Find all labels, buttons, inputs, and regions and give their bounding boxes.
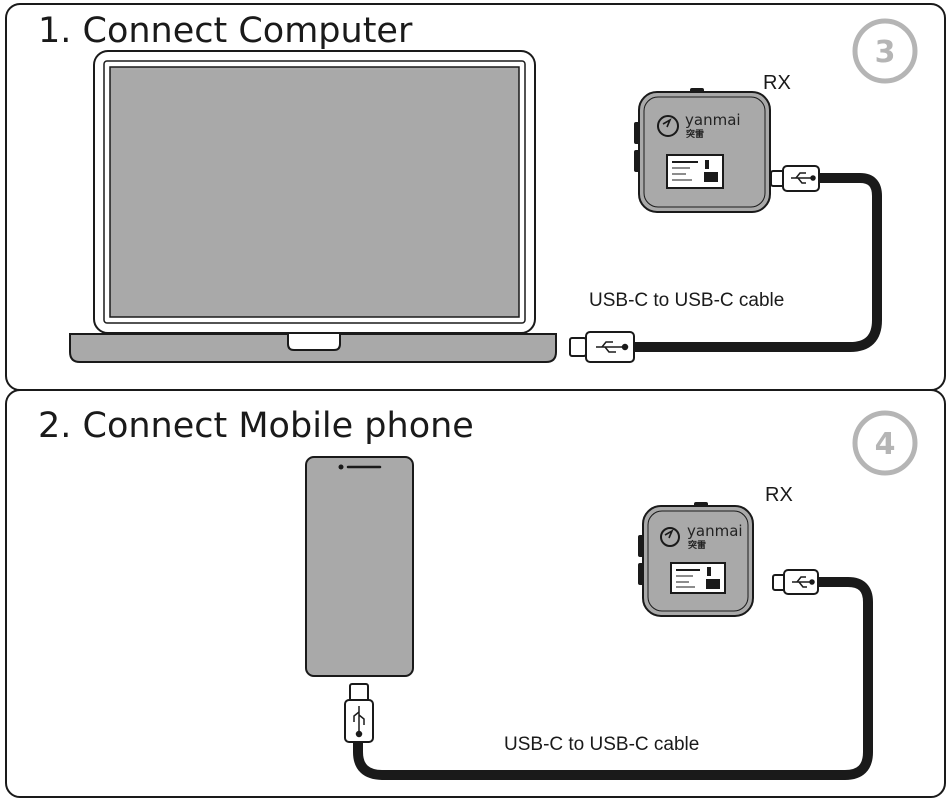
section-phone-title: 2. Connect Mobile phone [38, 406, 474, 446]
section-computer-title: 1. Connect Computer [38, 11, 413, 51]
brand-logo [657, 115, 679, 137]
step-badge-3: 3 [852, 18, 918, 84]
usb-c-cable [353, 577, 873, 780]
cable-label: USB-C to USB-C cable [589, 290, 784, 311]
receiver-display [666, 154, 724, 189]
step-number: 3 [875, 35, 896, 70]
phone-icon [305, 456, 414, 677]
brand-name-cn: 突雷 [688, 539, 706, 551]
brand-name-cn: 突雷 [686, 128, 704, 140]
receiver-icon: yanmai 突雷 [638, 502, 754, 617]
step-number: 4 [875, 427, 896, 462]
receiver-label: RX [765, 484, 793, 506]
usb-icon [596, 341, 629, 353]
brand-name: yanmai [687, 522, 743, 540]
brand-logo [660, 527, 680, 547]
usb-icon [791, 172, 816, 184]
usb-c-cable [632, 173, 882, 352]
usb-icon [792, 576, 815, 588]
receiver-display [670, 562, 726, 594]
laptop-icon [69, 50, 557, 363]
receiver-label: RX [763, 72, 791, 94]
brand-name: yanmai [685, 111, 741, 129]
step-badge-4: 4 [852, 410, 918, 476]
usb-icon [353, 706, 365, 738]
section-phone-frame [5, 389, 946, 798]
cable-label: USB-C to USB-C cable [504, 734, 699, 755]
receiver-icon: yanmai 突雷 [634, 88, 771, 213]
